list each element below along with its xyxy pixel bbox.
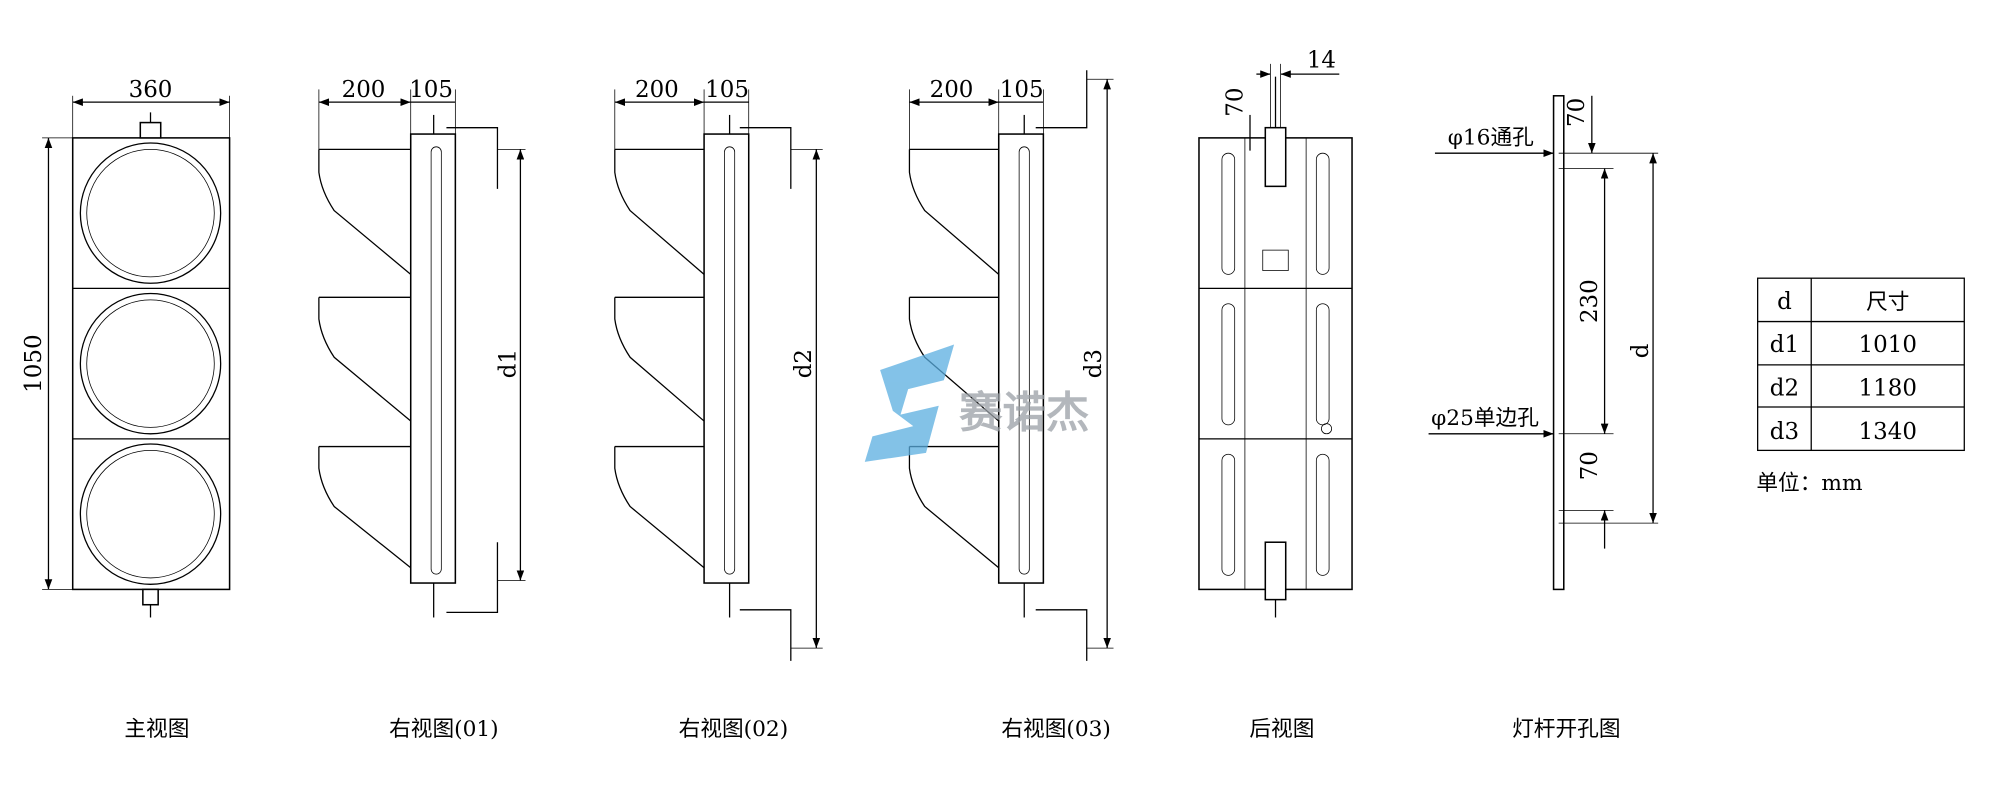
side-view-01-title: 右视图(01) <box>389 717 499 742</box>
d2-dimension: d2 <box>791 349 817 378</box>
table-cell: d2 <box>1770 376 1799 402</box>
depth-dimension: 105 <box>705 77 749 103</box>
table-cell: 1180 <box>1859 376 1917 402</box>
d1-dimension: d1 <box>495 349 521 378</box>
lamp-lens <box>79 142 222 284</box>
rear-view-title: 后视图 <box>1249 717 1314 742</box>
table-cell: 1010 <box>1859 332 1917 358</box>
pole-drilling-view: φ16通孔 φ25单边孔 70 230 70 d 灯杆开孔图 <box>1428 95 1659 742</box>
unit-label: 单位：mm <box>1756 471 1862 496</box>
spacing-dimension: 230 <box>1577 279 1603 323</box>
depth-dimension: 105 <box>1000 77 1044 103</box>
visor-dimension: 200 <box>635 77 679 103</box>
visor-dimension: 200 <box>342 77 386 103</box>
bracket-width-dimension: 14 <box>1307 48 1336 74</box>
table-header: d <box>1777 289 1792 315</box>
side-view-02-title: 右视图(02) <box>679 717 789 742</box>
side-view-03: 200 105 d3 右视图(03) <box>908 70 1114 742</box>
width-dimension: 360 <box>129 77 173 103</box>
depth-dimension: 105 <box>409 77 453 103</box>
top-offset-dimension: 70 <box>1564 98 1590 127</box>
front-view: 360 1050 主视图 <box>21 77 231 742</box>
side-view-03-title: 右视图(03) <box>1001 717 1111 742</box>
watermark-logo: 赛诺杰 <box>864 344 1089 462</box>
pole-view-title: 灯杆开孔图 <box>1512 717 1620 742</box>
d3-dimension: d3 <box>1081 349 1107 378</box>
side-view-01: 200 105 d1 右视图(01) <box>318 77 526 742</box>
side-view-02: 200 105 d2 右视图(02) <box>614 77 823 742</box>
watermark-text: 赛诺杰 <box>959 388 1089 438</box>
pole-d-dimension: d <box>1628 343 1654 358</box>
hole2-label: φ25单边孔 <box>1431 406 1539 431</box>
lamp-lens <box>79 292 222 435</box>
bracket-offset-dimension: 70 <box>1222 88 1248 117</box>
rear-view: 14 70 后视图 <box>1198 48 1353 742</box>
front-view-title: 主视图 <box>124 717 189 742</box>
table-cell: d1 <box>1770 332 1799 358</box>
bottom-offset-dimension: 70 <box>1577 451 1603 480</box>
table-cell: 1340 <box>1859 419 1917 445</box>
table-cell: d3 <box>1770 419 1799 445</box>
table-header: 尺寸 <box>1866 290 1909 315</box>
lamp-lens <box>79 443 222 585</box>
dimension-table: d 尺寸 d1 1010 d2 1180 d3 1340 单位：mm <box>1756 277 1965 496</box>
height-dimension: 1050 <box>21 334 47 392</box>
visor-dimension: 200 <box>930 77 974 103</box>
hole1-label: φ16通孔 <box>1448 125 1534 150</box>
